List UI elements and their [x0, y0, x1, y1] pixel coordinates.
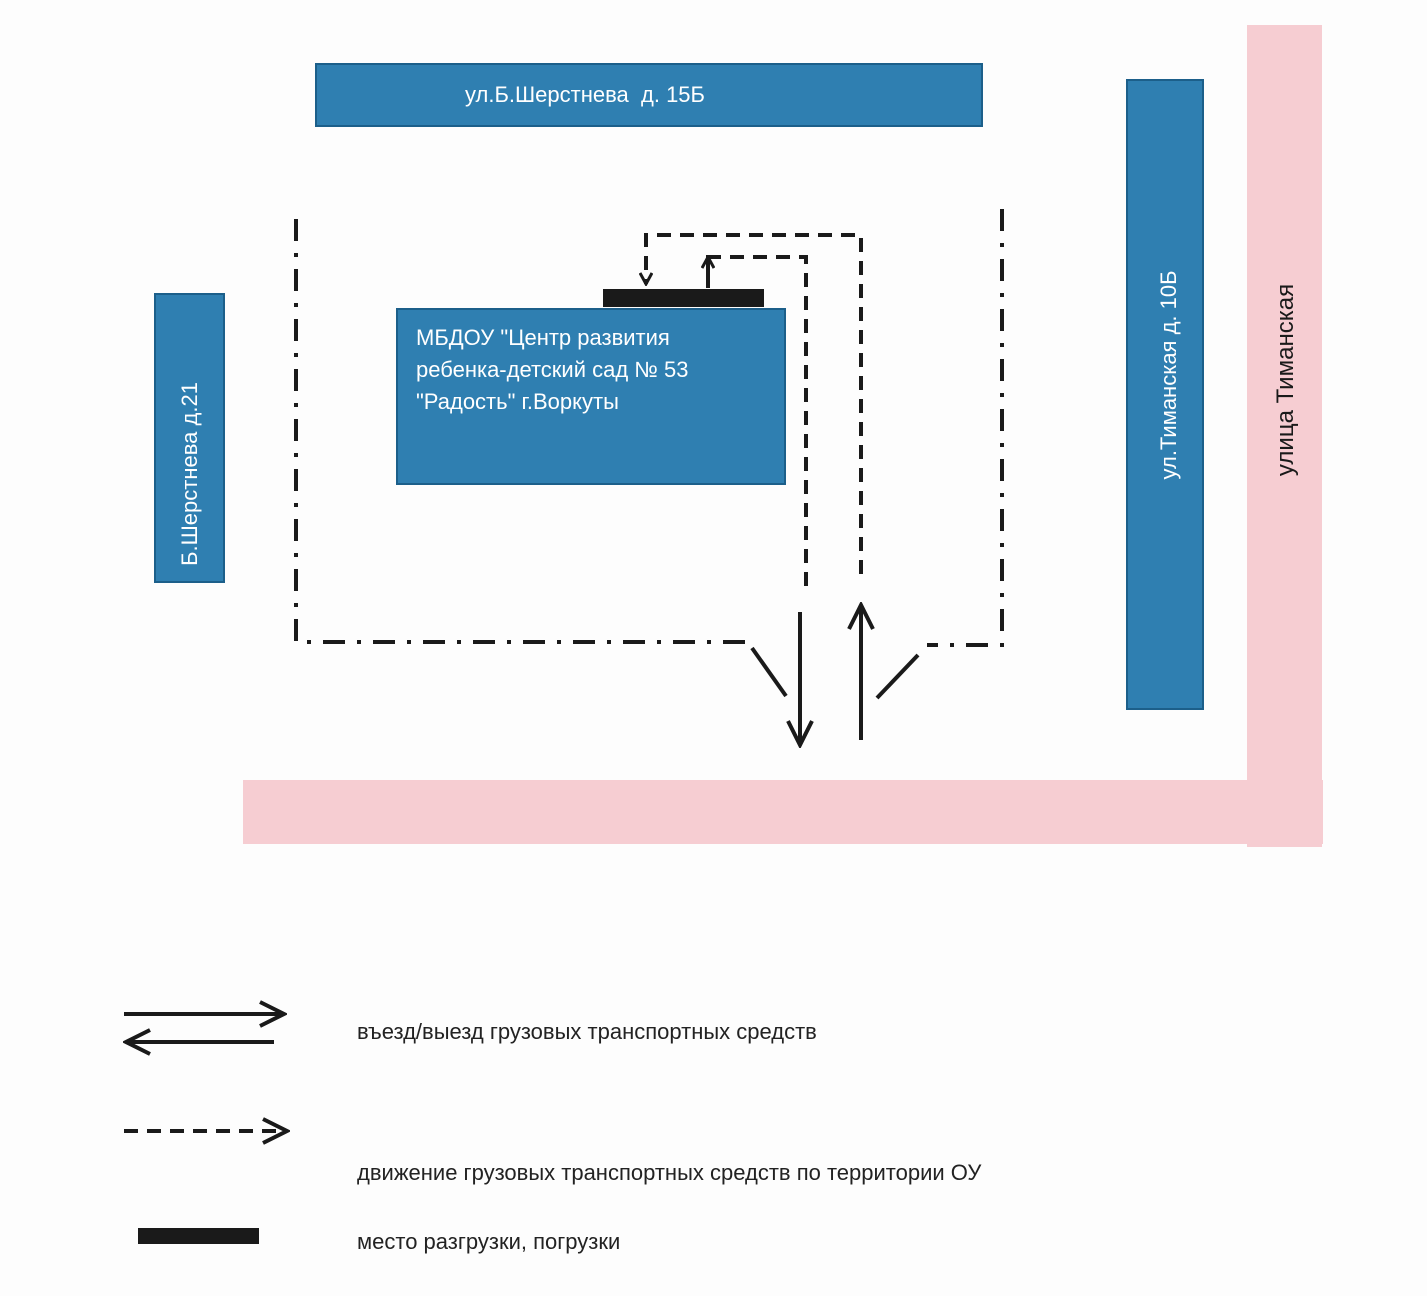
- legend-loading-label: место разгрузки, погрузки: [357, 1229, 621, 1254]
- main-building-label-line2: ребенка-детский сад № 53: [416, 357, 689, 382]
- street-label-right: улица Тиманская: [1272, 284, 1299, 476]
- gate-right: [875, 653, 920, 700]
- building-top: [315, 63, 983, 127]
- territory-route-inner: [706, 255, 808, 586]
- territory-route-outer: [646, 233, 863, 574]
- building-right-label: ул.Тиманская д. 10Б: [1156, 270, 1181, 479]
- street-right: [1247, 25, 1322, 847]
- building-top-label: ул.Б.Шерстнева д. 15Б: [465, 82, 705, 107]
- building-left: [154, 293, 225, 583]
- main-building-label-line3: "Радость" г.Воркуты: [416, 389, 619, 414]
- territory-boundary-right: [927, 209, 1004, 647]
- legend-loading-symbol: [138, 1228, 259, 1244]
- legend-movement-label: движение грузовых транспортных средств п…: [357, 1160, 982, 1185]
- building-left-label: Б.Шерстнева д.21: [177, 382, 202, 566]
- legend-entry-exit-symbol: [124, 1014, 284, 1042]
- loading-zone: [603, 289, 764, 307]
- main-building-label-line1: МБДОУ "Центр развития: [416, 325, 670, 350]
- building-right: [1126, 79, 1204, 710]
- gate-left: [750, 646, 788, 698]
- main-building: [396, 308, 786, 485]
- legend-entry-exit-label: въезд/выезд грузовых транспортных средст…: [357, 1019, 817, 1044]
- street-bottom: [243, 780, 1323, 844]
